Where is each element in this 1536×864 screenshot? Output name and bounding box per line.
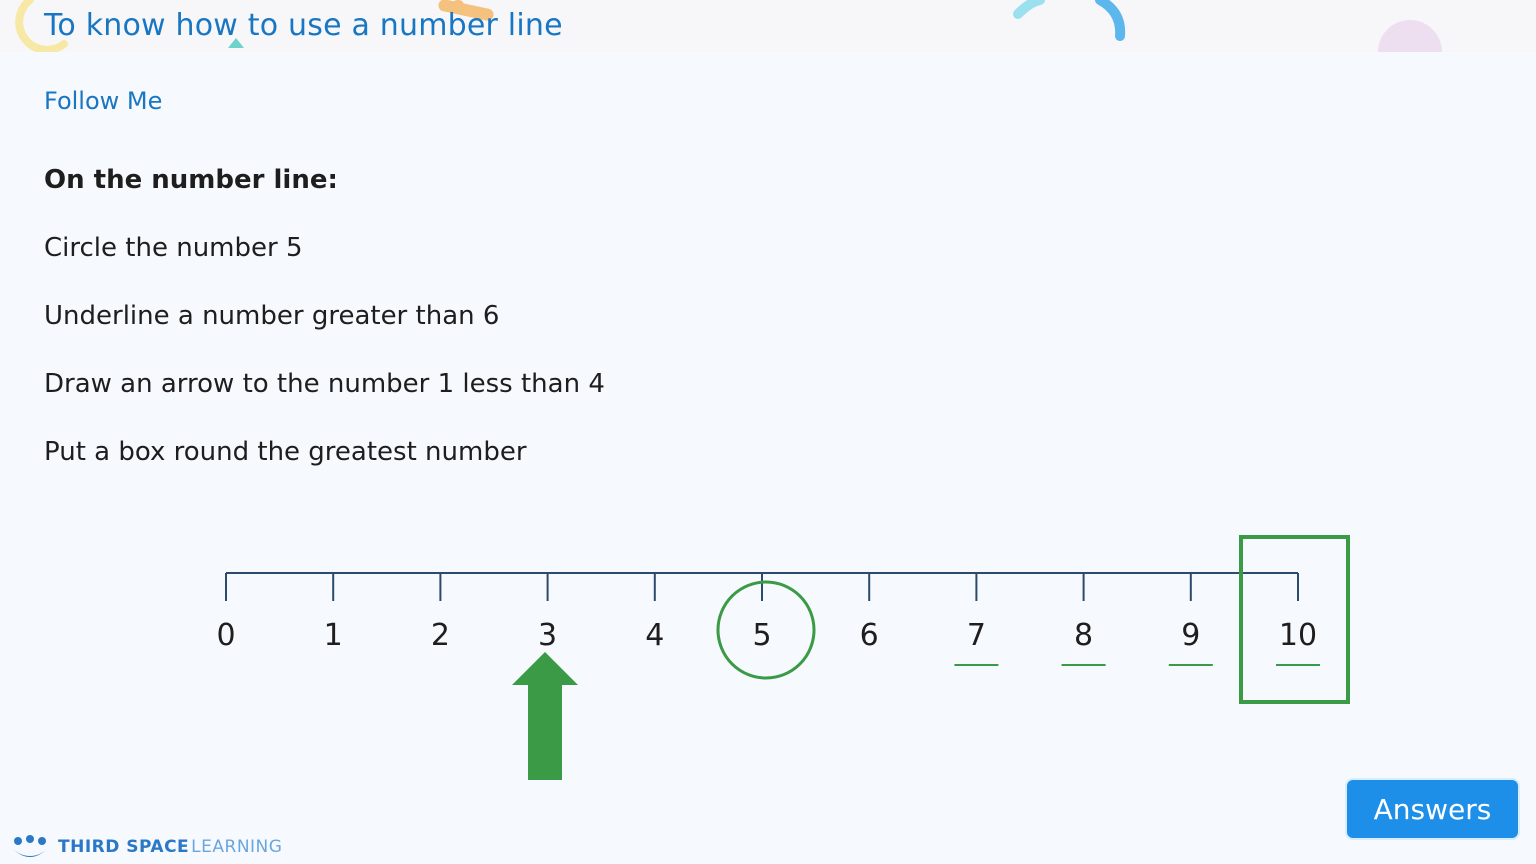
decor-blue-arc-left <box>1013 0 1045 19</box>
brand-name-light: LEARNING <box>191 837 283 857</box>
box-mark <box>1239 535 1350 704</box>
brand-name-strong: THIRD SPACE <box>58 837 190 857</box>
number-label-0: 0 <box>216 618 235 653</box>
number-line-ticks <box>225 573 1299 601</box>
decor-orange-stem <box>452 0 464 14</box>
number-line-labels: 0 1 2 3 4 5 6 7 8 9 10 <box>216 618 1317 653</box>
instruction-box: Put a box round the greatest number <box>44 437 527 467</box>
number-label-10: 10 <box>1279 618 1317 653</box>
number-label-3: 3 <box>538 618 557 653</box>
number-label-7: 7 <box>967 618 986 653</box>
number-label-1: 1 <box>324 618 343 653</box>
circle-mark <box>716 580 816 680</box>
number-label-4: 4 <box>645 618 664 653</box>
header-band <box>0 0 1536 52</box>
decor-pink-ball <box>1378 20 1442 52</box>
number-label-9: 9 <box>1181 618 1200 653</box>
instruction-circle: Circle the number 5 <box>44 233 303 263</box>
decor-teal-mark <box>228 38 244 48</box>
number-label-2: 2 <box>431 618 450 653</box>
decorative-shapes <box>15 0 1442 52</box>
answers-button[interactable]: Answers <box>1345 778 1520 840</box>
decor-yellow-arc <box>15 0 68 52</box>
instructions-heading: On the number line: <box>44 165 338 195</box>
decor-blue-arc-right <box>1095 0 1126 41</box>
instruction-arrow: Draw an arrow to the number 1 less than … <box>44 369 605 399</box>
number-label-8: 8 <box>1074 618 1093 653</box>
number-label-6: 6 <box>860 618 879 653</box>
brand-smile-icon <box>12 835 48 857</box>
arrow-mark <box>512 652 578 780</box>
page-title: To know how to use a number line <box>44 8 563 43</box>
number-label-5: 5 <box>752 618 771 653</box>
instruction-underline: Underline a number greater than 6 <box>44 301 500 331</box>
section-label: Follow Me <box>44 87 163 115</box>
